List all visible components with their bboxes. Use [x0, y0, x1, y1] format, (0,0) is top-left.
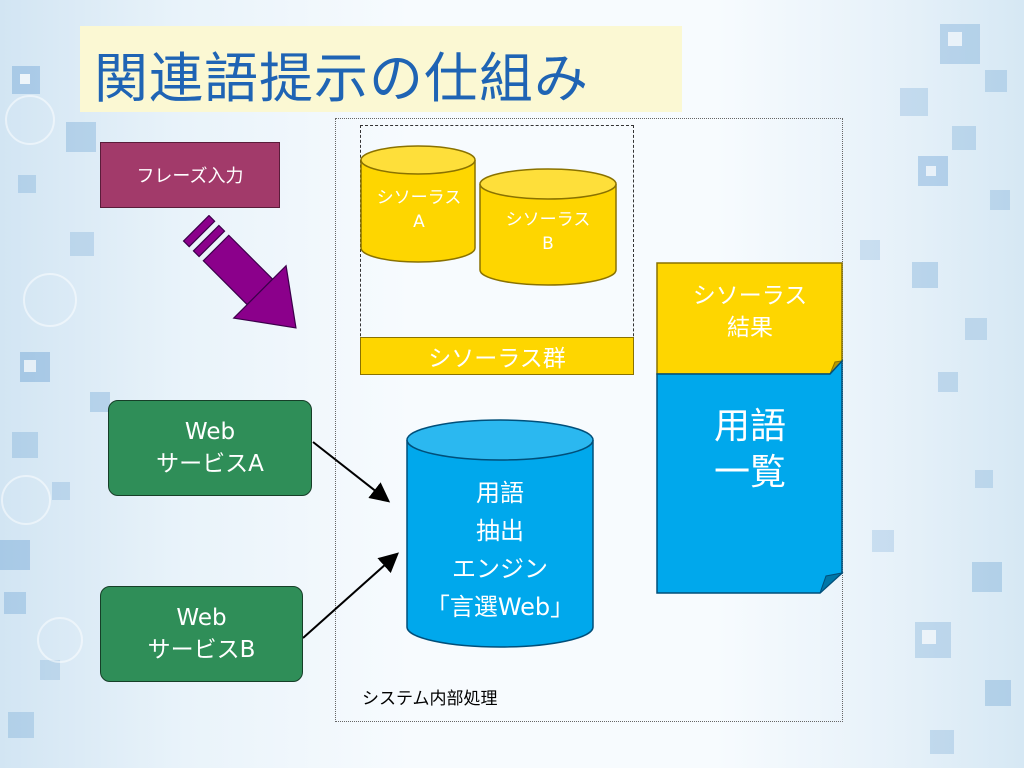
page-title: 関連語提示の仕組み: [94, 47, 589, 110]
title-box: 関連語提示の仕組み: [80, 26, 682, 112]
thesaurus-group-label: シソーラス群: [360, 337, 634, 375]
web-service-a-line2: サービスA: [156, 451, 264, 477]
term-list-document: [656, 359, 844, 594]
web-service-b-line1: Web: [176, 605, 227, 631]
thesaurus-a-label: シソーラス A: [362, 186, 476, 234]
term-list-line1: 用語: [713, 406, 786, 447]
engine-line1: 用語: [476, 479, 524, 507]
thesaurus-b-cylinder: [479, 168, 617, 286]
term-list-line2: 一覧: [713, 452, 786, 493]
engine-line3: エンジン: [452, 555, 548, 583]
system-internal-caption: システム内部処理: [362, 689, 498, 709]
engine-label: 用語 抽出 エンジン 「言選Web」: [407, 474, 593, 626]
engine-line4: 「言選Web」: [425, 593, 575, 621]
arrow-web-b-to-engine: [302, 552, 399, 639]
input-arrow-icon: [182, 215, 297, 329]
engine-line2: 抽出: [476, 517, 524, 545]
thesaurus-result-label: シソーラス 結果: [658, 280, 842, 344]
term-list-label: 用語 一覧: [658, 404, 842, 496]
thesaurus-result-line2: 結果: [727, 315, 773, 341]
thesaurus-b-label: シソーラス B: [480, 208, 616, 256]
web-service-a-box: Web サービスA: [108, 400, 312, 496]
thesaurus-a-line2: A: [413, 212, 425, 232]
term-extraction-engine-cylinder: [406, 419, 594, 648]
thesaurus-b-line1: シソーラス: [505, 210, 591, 230]
phrase-input-box: フレーズ入力: [100, 142, 280, 208]
thesaurus-result-line1: シソーラス: [692, 283, 808, 309]
arrow-web-a-to-engine: [312, 441, 391, 503]
web-service-a-line1: Web: [184, 419, 236, 445]
thesaurus-a-line1: シソーラス: [376, 188, 462, 208]
web-service-b-box: Web サービスB: [100, 586, 303, 682]
thesaurus-b-line2: B: [542, 234, 554, 254]
web-service-b-line2: サービスB: [147, 637, 256, 663]
thesaurus-a-cylinder: [360, 145, 476, 263]
